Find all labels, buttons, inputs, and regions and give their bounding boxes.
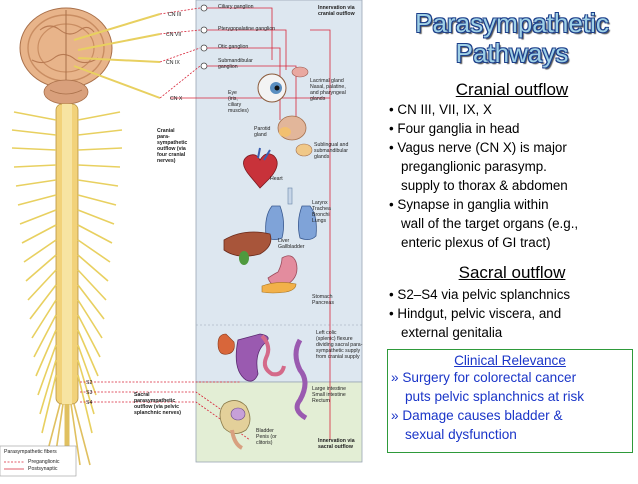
legend-pre: Preganglionic — [28, 459, 60, 465]
bullet-text: • Vagus nerve (CN X) is major — [389, 140, 567, 155]
slide-title: Parasympathetic Pathways — [386, 8, 638, 68]
brain — [19, 7, 113, 105]
title-line-2: Pathways — [455, 38, 569, 68]
organ-label: Liver Gallbladder — [278, 238, 305, 250]
bullet-text: • Hindgut, pelvic viscera, and — [389, 306, 562, 321]
cranial-heading: Cranial outflow — [455, 80, 569, 99]
bullet-text: • CN III, VII, IX, X — [389, 102, 492, 117]
organ-label: Heart — [270, 176, 283, 182]
clinical-line: » Surgery for colorectal cancer — [391, 370, 577, 385]
clinical-line: sexual dysfunction — [405, 427, 517, 442]
clinical-title: Clinical Relevance — [454, 353, 566, 368]
organ-label: Bladder Penis (or clitoris) — [256, 428, 277, 446]
title-line-1: Parasympathetic — [415, 8, 609, 38]
spinal-level: S3 — [86, 390, 93, 396]
bullet-text: preganglionic parasymp. — [401, 159, 547, 174]
clinical-relevance-box: Clinical Relevance » Surgery for colorec… — [387, 349, 633, 453]
postganglionic-fibers — [170, 7, 331, 440]
cranial-bullets: • CN III, VII, IX, X • Four ganglia in h… — [389, 100, 637, 252]
cn-label: CN X — [170, 96, 183, 102]
cn-label: CN VII — [166, 32, 182, 38]
organ-label: Large intestine Small intestine Rectum — [312, 386, 347, 404]
cn-label: CN IX — [166, 60, 180, 66]
fiber-legend — [0, 445, 77, 477]
cn-label: CN III — [168, 12, 182, 18]
organs — [217, 66, 317, 450]
sacral-outflow-label: Sacral parasympathetic outflow (via pelv… — [134, 392, 181, 416]
clinical-line: » Damage causes bladder & — [391, 408, 563, 423]
spinal-level: S4 — [86, 400, 93, 406]
spinal-cord — [43, 103, 91, 466]
organ-label: Stomach Pancreas — [312, 294, 334, 306]
organ-label: Left colic (splenic) flexure dividing sa… — [316, 330, 363, 360]
bullet-text: • Synapse in ganglia within — [389, 197, 549, 212]
ganglion-label: Ciliary ganglion — [218, 4, 254, 10]
organ-label: Parotid gland — [254, 126, 271, 138]
ganglion-label: Pterygopalatine ganglion — [218, 26, 276, 32]
ganglion-label: Submandibular ganglion — [218, 58, 253, 70]
organ-label: Larynx Trachea Bronchi Lungs — [312, 200, 331, 224]
spinal-level: S2 — [86, 380, 93, 386]
spinal-nerves — [11, 111, 123, 434]
bullet-text: • S2–S4 via pelvic splanchnics — [389, 287, 571, 302]
organ-label: Lacrimal gland Nasal, palatine, and phar… — [310, 78, 346, 102]
bullet-text: • Four ganglia in head — [389, 121, 520, 136]
sacral-bullets: • S2–S4 via pelvic splanchnics • Hindgut… — [389, 285, 637, 342]
sacral-innervation-label: Innervation via sacral outflow — [318, 438, 355, 450]
clinical-line: puts pelvic splanchnics at risk — [405, 389, 585, 404]
organ-label: Sublingual and submandibular glands — [314, 142, 349, 160]
bullet-text: external genitalia — [401, 325, 503, 340]
sacral-heading: Sacral outflow — [458, 263, 566, 282]
parasympathetic-diagram: CN III CN VII CN IX CN X Ciliary ganglio… — [0, 0, 363, 477]
ganglion-label: Otic ganglion — [218, 44, 249, 50]
bullet-text: wall of the target organs (e.g., — [401, 216, 579, 231]
cranial-outflow-label: Cranial para- sympathetic outflow (via f… — [157, 128, 188, 164]
cranial-nerves — [73, 13, 161, 99]
legend-title: Parasympathetic fibers — [4, 449, 57, 455]
legend-post: Postsynaptic — [28, 466, 58, 472]
organ-label: Eye (iris, ciliary muscles) — [228, 90, 249, 114]
anatomy-illustration — [0, 0, 363, 477]
cranial-innervation-label: Innervation via cranial outflow — [318, 5, 355, 17]
bullet-text: enteric plexus of GI tract) — [401, 235, 551, 250]
cranial-panel — [195, 0, 363, 383]
bullet-text: supply to thorax & abdomen — [401, 178, 568, 193]
